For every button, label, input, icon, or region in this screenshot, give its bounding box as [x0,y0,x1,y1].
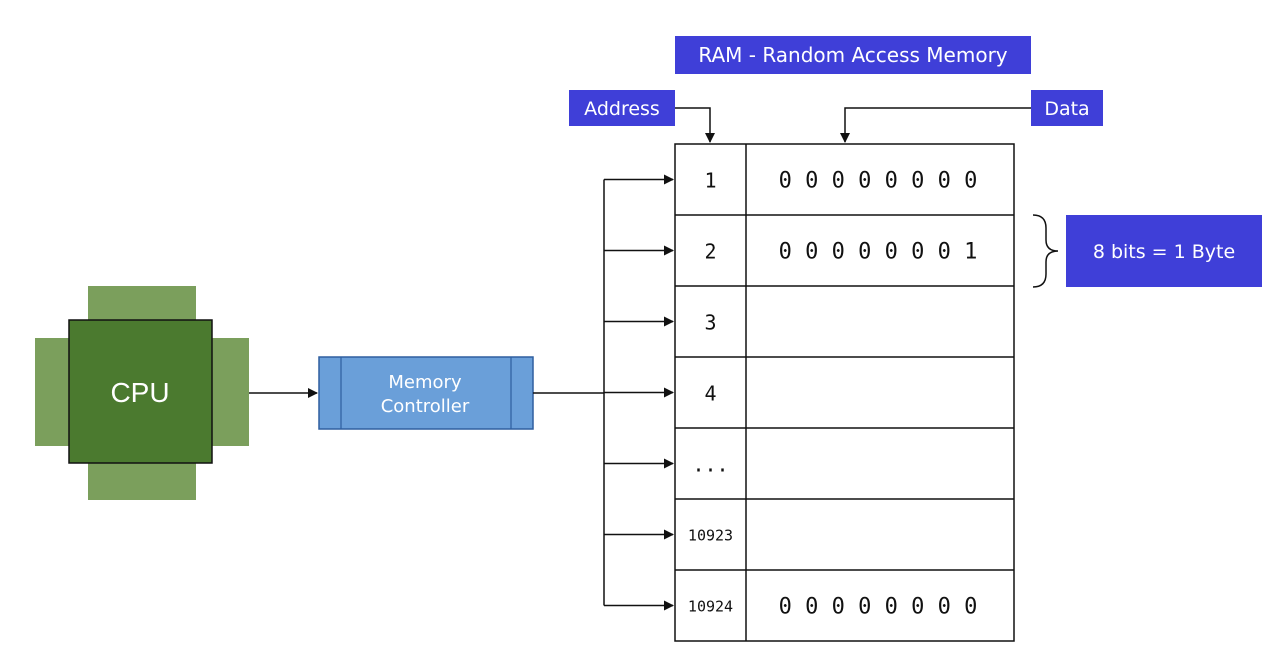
ram-value-cell: 0 0 0 0 0 0 0 0 [779,169,978,194]
ram-address-cell: ... [692,453,728,477]
memory-controller-line1: Memory [388,372,462,393]
ram-address-cell: 10924 [688,598,733,616]
ram-address-cell: 1 [704,169,716,193]
ram-value-cell: 0 0 0 0 0 0 0 0 [779,595,978,620]
data-label-box: Data [1031,90,1103,126]
memory-controller: Memory Controller [318,356,534,430]
ram-address-cell: 2 [704,240,716,264]
ram-table-frame [674,143,1015,642]
ram-title: RAM - Random Access Memory [698,43,1007,67]
ram-address-cell: 3 [704,311,716,335]
address-bus [533,174,674,611]
ram-address-cell: 10923 [688,527,733,545]
address-label-box: Address [569,90,675,126]
data-label: Data [1044,98,1089,120]
address-label: Address [584,98,660,120]
ram-table: 1 0 0 0 0 0 0 0 0 2 0 0 0 0 0 0 0 1 3 4... 109… [674,143,1015,642]
address-arrow [675,107,715,143]
memory-controller-line2: Controller [381,396,470,417]
data-arrow [840,107,1031,143]
cpu-label: CPU [110,377,169,408]
ram-address-cell: 4 [704,382,716,406]
ram-title-box: RAM - Random Access Memory [675,36,1031,74]
byte-label: 8 bits = 1 Byte [1093,241,1235,263]
byte-label-box: 8 bits = 1 Byte [1066,215,1262,287]
byte-brace [1032,214,1059,288]
cpu-chip: CPU [35,286,249,500]
ram-value-cell: 0 0 0 0 0 0 0 1 [779,240,978,265]
